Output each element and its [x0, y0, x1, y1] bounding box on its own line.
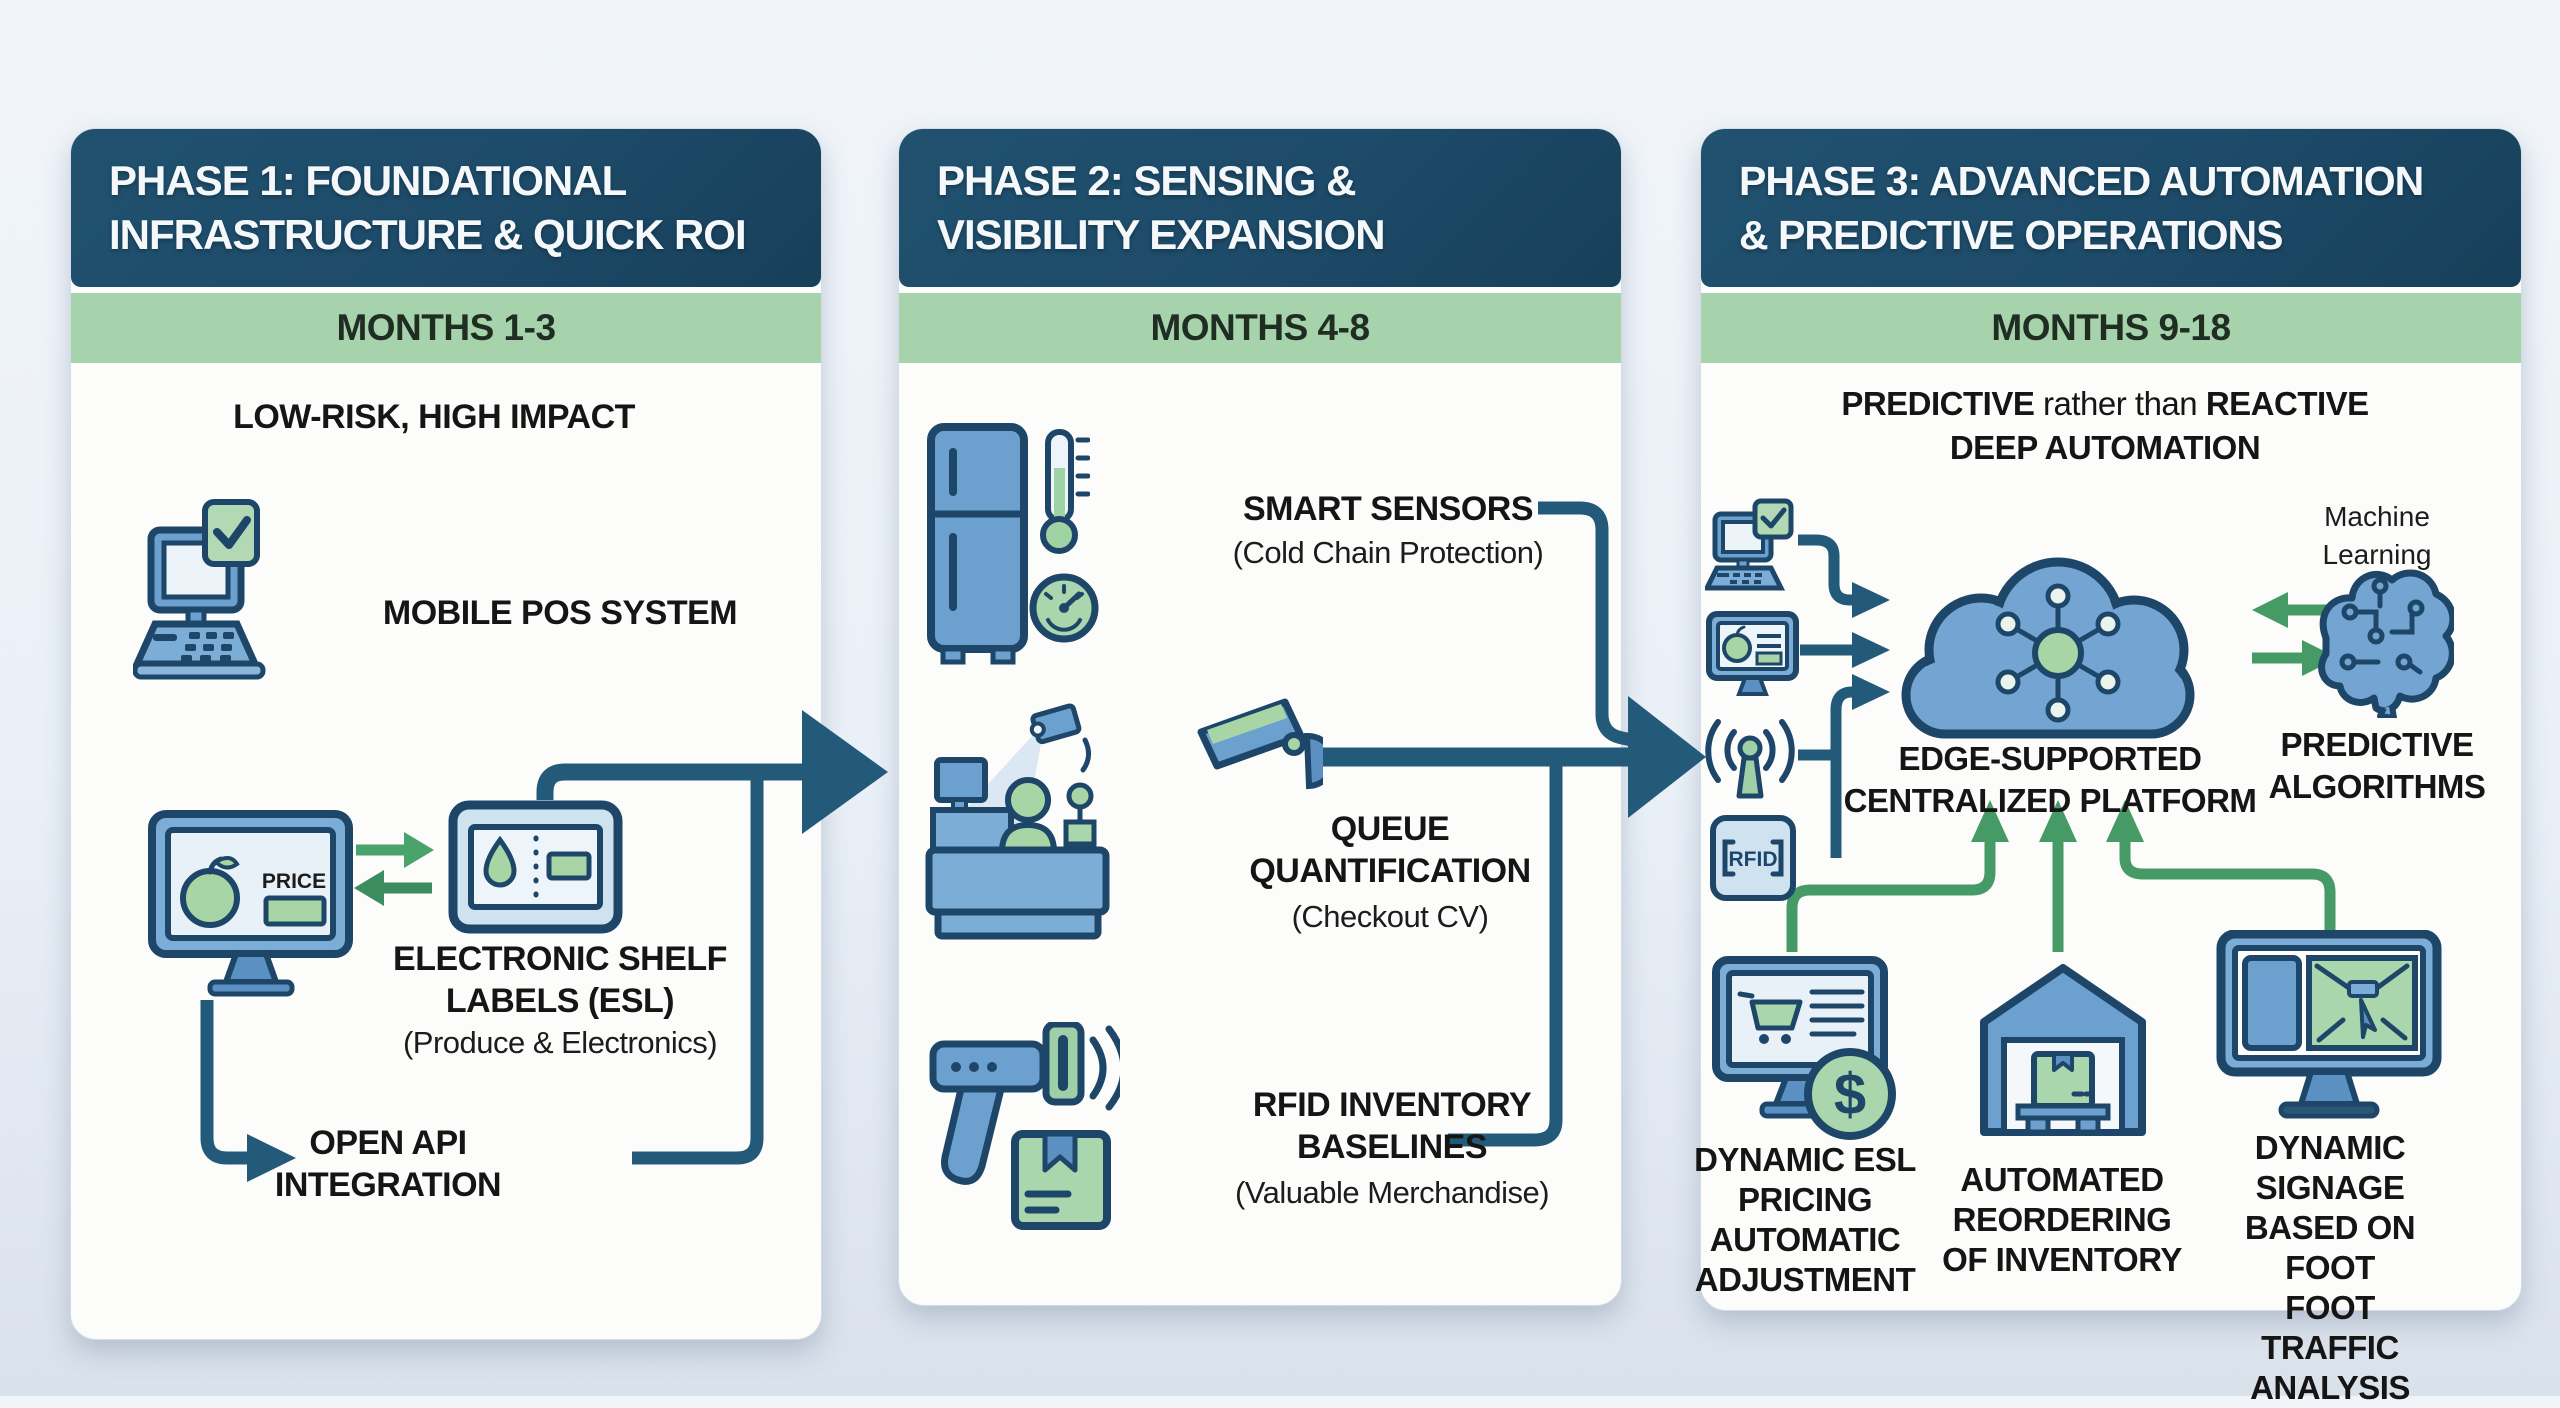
- phase2-months-text: MONTHS 4-8: [1150, 307, 1370, 348]
- phase3-months-band: MONTHS 9-18: [1701, 293, 2521, 363]
- phase1-months-text: MONTHS 1-3: [336, 307, 556, 348]
- droplet-icon: [483, 835, 517, 888]
- fridge-icon: [925, 422, 1030, 667]
- gauge-icon: [1028, 562, 1100, 654]
- network-hub-icon: [1995, 583, 2121, 723]
- p3-tagline-bold1: PREDICTIVE: [1841, 385, 2035, 422]
- phase3-months-text: MONTHS 9-18: [1991, 307, 2231, 348]
- phase1-header-text: PHASE 1: FOUNDATIONAL INFRASTRUCTURE & Q…: [109, 157, 747, 258]
- dollar-sign: $: [1834, 1062, 1866, 1127]
- p3-tagline-line2: DEEP AUTOMATION: [1949, 429, 2261, 466]
- p1-esl-title: ELECTRONIC SHELF LABELS (ESL): [393, 940, 727, 1020]
- p3-predictive-label: PREDICTIVE ALGORITHMS: [2268, 726, 2486, 805]
- cursor-icon: [2359, 998, 2377, 1039]
- signage-monitor-icon: [2215, 930, 2445, 1126]
- apple-icon: [180, 868, 240, 928]
- cloud-network-icon: [1886, 538, 2206, 766]
- p3-tagline: PREDICTIVE rather than REACTIVE DEEP AUT…: [1725, 382, 2485, 470]
- phase1-panel: PHASE 1: FOUNDATIONAL INFRASTRUCTURE & Q…: [70, 128, 822, 1340]
- p1-api-label: OPEN API INTEGRATION: [274, 1124, 502, 1204]
- p3-tagline-bold2: REACTIVE: [2205, 385, 2369, 422]
- p3-outcome1-label: DYNAMIC ESL PRICING AUTOMATIC ADJUSTMENT: [1694, 1141, 1916, 1298]
- p2-rfid-title: RFID INVENTORY BASELINES: [1252, 1086, 1532, 1166]
- phase2-header-text: PHASE 2: SENSING & VISIBILITY EXPANSION: [937, 157, 1386, 258]
- laptop-check-icon: [1705, 498, 1800, 594]
- price-tag-text: PRICE: [262, 870, 326, 893]
- phase2-months-band: MONTHS 4-8: [899, 293, 1621, 363]
- p3-cloud-label: EDGE-SUPPORTED CENTRALIZED PLATFORM: [1843, 740, 2257, 819]
- p1-esl-sub: (Produce & Electronics): [402, 1025, 718, 1060]
- p2-rfid-sub: (Valuable Merchandise): [1234, 1175, 1550, 1210]
- p3-outcome2-label: AUTOMATED REORDERING OF INVENTORY: [1942, 1161, 2182, 1278]
- p3-tagline-mid: rather than: [2034, 385, 2206, 422]
- cart-icon: [1737, 991, 1803, 1044]
- cashier-body: [998, 821, 1058, 855]
- p2-queue-title: QUEUE QUANTIFICATION: [1249, 810, 1531, 890]
- phase1-header: PHASE 1: FOUNDATIONAL INFRASTRUCTURE & Q…: [71, 129, 821, 287]
- small-camera-icon: [1029, 703, 1082, 745]
- wave-icon: [1089, 1036, 1107, 1100]
- checkout-counter-icon: [925, 700, 1110, 956]
- p2-queue-sub: (Checkout CV): [1291, 899, 1489, 934]
- rfid-chip-icon: RFID: [1708, 812, 1798, 904]
- phase3-header-text: PHASE 3: ADVANCED AUTOMATION & PREDICTIV…: [1739, 158, 2424, 258]
- pos-terminal-icon: [133, 498, 275, 726]
- brain-icon: [2294, 550, 2454, 718]
- camera-mount: [1303, 732, 1323, 790]
- phase2-header: PHASE 2: SENSING & VISIBILITY EXPANSION: [899, 129, 1621, 287]
- price-monitor-icon: PRICE: [148, 810, 353, 1006]
- p1-pos-label: MOBILE POS SYSTEM: [382, 594, 738, 632]
- cctv-camera-icon: [1195, 690, 1323, 794]
- wifi-antenna-icon: [1700, 710, 1800, 805]
- check-icon: [213, 516, 251, 549]
- p2-sensors-sub: (Cold Chain Protection): [1232, 535, 1544, 570]
- esl-tag-icon: [448, 800, 623, 934]
- warehouse-icon: [1978, 960, 2148, 1140]
- rfid-chip-text: RFID: [1729, 848, 1778, 871]
- phase1-months-band: MONTHS 1-3: [71, 293, 821, 363]
- esl-pricing-monitor-icon: $: [1712, 956, 1907, 1142]
- cashier-head: [1005, 777, 1051, 823]
- p3-outcome3-label: DYNAMIC SIGNAGE BASED ON FOOT FOOT TRAFF…: [2244, 1129, 2416, 1406]
- p2-sensors-title: SMART SENSORS: [1242, 490, 1534, 528]
- dollar-badge-icon: [1804, 1048, 1896, 1140]
- esl-monitor-icon: [1705, 606, 1800, 701]
- p1-tagline: LOW-RISK, HIGH IMPACT: [233, 398, 635, 436]
- thermometer-icon: [1040, 428, 1090, 560]
- rfid-scanner-icon: [925, 1022, 1120, 1232]
- phase3-header: PHASE 3: ADVANCED AUTOMATION & PREDICTIV…: [1701, 129, 2521, 287]
- p3-ml-label: Machine Learning: [2322, 501, 2432, 570]
